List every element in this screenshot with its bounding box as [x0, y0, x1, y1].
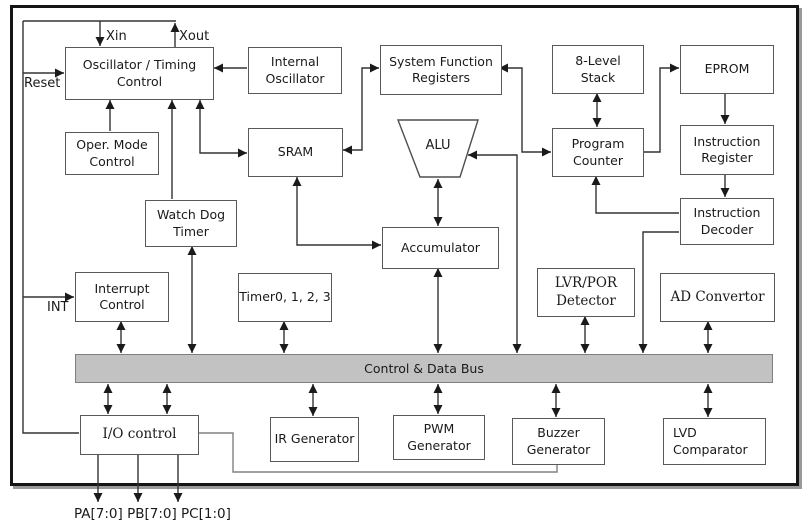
pin-label-xout: Xout [179, 29, 210, 44]
block-pwm-generator: PWM Generator [393, 415, 485, 460]
block-buzzer-generator: Buzzer Generator [512, 418, 605, 465]
control-data-bus: Control & Data Bus [75, 354, 773, 383]
block-watch-dog-timer: Watch Dog Timer [145, 200, 237, 247]
block-program-counter: Program Counter [552, 128, 644, 177]
block-oscillator-timing-control: Oscillator / Timing Control [65, 47, 214, 100]
pin-label-int: INT [47, 300, 69, 315]
block-interrupt-control: Interrupt Control [75, 272, 169, 322]
block-ir-generator: IR Generator [270, 417, 359, 462]
block-accumulator: Accumulator [382, 227, 499, 269]
block-instruction-decoder: Instruction Decoder [680, 198, 774, 245]
block-lvd-comparator: LVD Comparator [663, 418, 766, 465]
block-timer0123: Timer0, 1, 2, 3 [238, 273, 332, 322]
block-eprom: EPROM [680, 45, 774, 94]
pin-label-ports: PA[7:0] PB[7:0] PC[1:0] [74, 506, 231, 522]
diagram-outer-border [10, 5, 799, 486]
block-lvr-por-detector: LVR/POR Detector [537, 268, 635, 317]
block-io-control: I/O control [80, 415, 199, 455]
block-oper-mode-control: Oper. Mode Control [65, 132, 159, 175]
block-ad-convertor: AD Convertor [660, 273, 775, 322]
block-8-level-stack: 8-Level Stack [552, 45, 644, 94]
block-alu: ALU [425, 138, 451, 153]
pin-label-reset: Reset [24, 76, 61, 91]
block-internal-oscillator: Internal Oscillator [248, 47, 342, 94]
pin-label-xin: Xin [106, 29, 127, 44]
block-system-function-registers: System Function Registers [380, 45, 502, 95]
block-sram: SRAM [248, 128, 343, 177]
block-instruction-register: Instruction Register [680, 125, 774, 175]
